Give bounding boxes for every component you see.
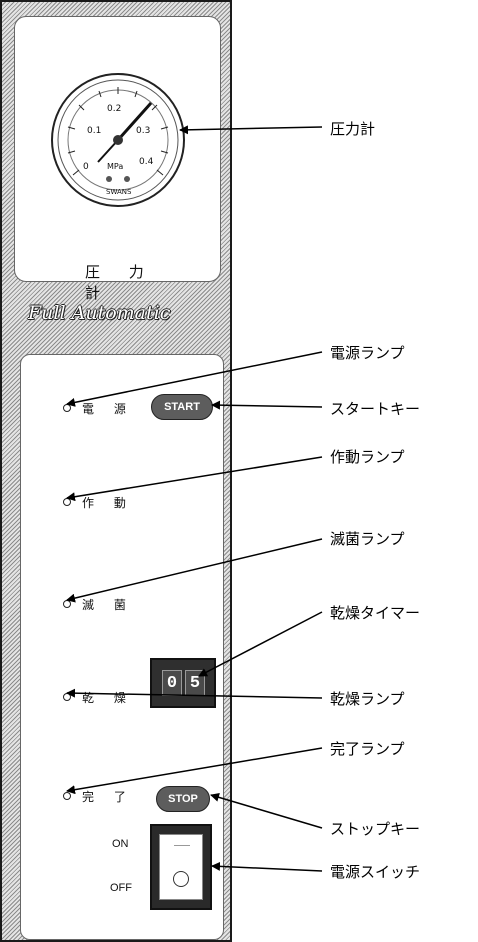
lamp-label-operation: 作 動 [82, 496, 134, 510]
gauge-scale-label: 0.4 [139, 157, 154, 167]
pressure-gauge-box: 0.1 0.2 0.3 0.4 0 MPa SWANS 圧 力 計 [14, 16, 221, 302]
dry-timer[interactable]: 0 5 [150, 658, 216, 708]
leader-pressure-gauge [179, 125, 323, 135]
leader-operation-lamp [66, 456, 323, 502]
leader-dry-lamp [66, 688, 323, 699]
leader-complete-lamp [66, 747, 323, 795]
switch-rocker[interactable] [159, 834, 203, 900]
leader-stop-key [210, 792, 323, 829]
gauge-brand: SWANS [106, 188, 132, 196]
gauge-unit: MPa [107, 162, 123, 171]
label-operation-lamp: 作動ランプ [330, 448, 405, 466]
label-start-key: スタートキー [330, 400, 421, 418]
lamp-label-complete: 完 了 [82, 790, 134, 804]
gauge-label: 圧 力 計 [85, 263, 156, 302]
label-stop-key: ストップキー [330, 820, 421, 838]
label-sterilize-lamp: 滅菌ランプ [330, 530, 405, 548]
stop-button[interactable]: STOP [156, 786, 210, 812]
switch-off-label: OFF [110, 882, 132, 894]
pressure-gauge-icon: 0.1 0.2 0.3 0.4 0 MPa SWANS [51, 73, 185, 207]
leader-dry-timer [198, 611, 323, 677]
label-dry-lamp: 乾燥ランプ [330, 690, 405, 708]
start-button[interactable]: START [151, 394, 213, 420]
leader-power-switch [211, 861, 323, 872]
label-power-lamp: 電源ランプ [330, 344, 405, 362]
timer-digit-ones: 5 [185, 670, 205, 696]
leader-start-key [211, 400, 323, 410]
lamp-label-power: 電 源 [82, 402, 134, 416]
power-switch[interactable] [150, 824, 212, 910]
switch-on-mark [174, 845, 190, 846]
gauge-scale-label: 0.3 [136, 126, 150, 136]
brand-text: Full Automatic [28, 302, 171, 324]
label-pressure-gauge: 圧力計 [330, 120, 376, 138]
label-complete-lamp: 完了ランプ [330, 740, 405, 758]
gauge-scale-label: 0.2 [107, 104, 121, 114]
leader-power-lamp [66, 351, 323, 407]
gauge-scale-label: 0 [83, 162, 89, 172]
label-dry-timer: 乾燥タイマー [330, 604, 421, 622]
label-power-switch: 電源スイッチ [330, 863, 421, 881]
switch-off-mark-icon [173, 871, 189, 887]
switch-on-label: ON [112, 838, 129, 850]
lamp-label-sterilize: 滅 菌 [82, 598, 134, 612]
leader-sterilize-lamp [66, 538, 323, 603]
control-panel: 0.1 0.2 0.3 0.4 0 MPa SWANS 圧 力 計 Full A… [0, 0, 232, 942]
gauge-scale-label: 0.1 [87, 126, 101, 136]
